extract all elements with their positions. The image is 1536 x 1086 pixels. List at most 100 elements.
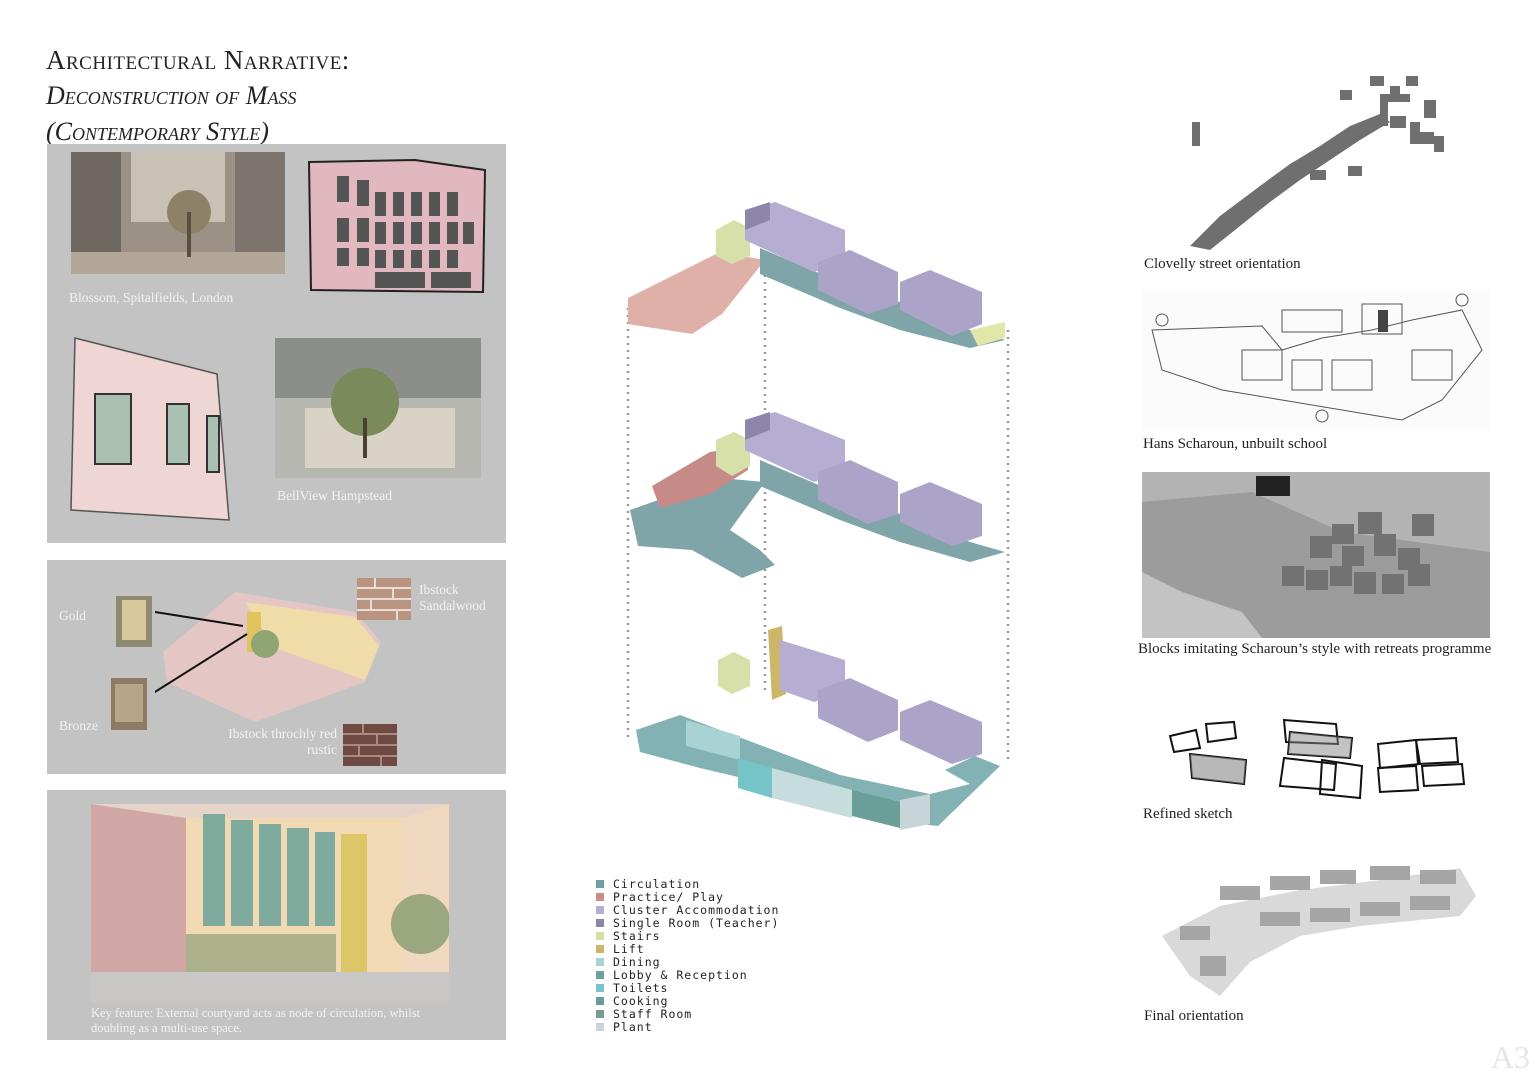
cluster-block-2-ground xyxy=(818,678,898,742)
legend-item: Cluster Accommodation xyxy=(596,902,826,917)
sandalwood-brick-swatch xyxy=(357,578,411,620)
legend-label: Plant xyxy=(613,1019,653,1034)
blossom-elevation-sketch xyxy=(307,158,487,294)
lobby-zone xyxy=(772,768,852,818)
courtyard-caption-line2: doubling as a multi-use space. xyxy=(91,1021,243,1035)
sandalwood-label-line2: Sandalwood xyxy=(419,598,486,613)
legend-label: Circulation xyxy=(613,876,701,891)
bronze-label: Bronze xyxy=(59,718,98,733)
materials-panel: Gold Bronze Ibstock Sandalwood Ibstock t… xyxy=(47,560,506,774)
legend-item: Plant xyxy=(596,1019,826,1034)
middle-level xyxy=(630,412,1005,578)
clovelly-figure-ground xyxy=(1190,76,1444,250)
brick-facade-sketch xyxy=(70,337,230,521)
legend-item: Staff Room xyxy=(596,1006,826,1021)
legend-item: Practice/ Play xyxy=(596,889,826,904)
blossom-caption: Blossom, Spitalfields, London xyxy=(69,290,234,305)
red-rustic-label-line2: rustic xyxy=(307,742,337,757)
legend-label: Practice/ Play xyxy=(613,889,724,904)
exploded-axonometric-diagram xyxy=(626,202,1010,830)
cluster-block-3-ground xyxy=(900,700,982,764)
material-massing-model xyxy=(155,592,381,722)
legend-item: Dining xyxy=(596,954,826,969)
blocks-model-photo xyxy=(1142,472,1490,638)
cluster-block-2-top xyxy=(818,250,898,314)
legend-item: Single Room (Teacher) xyxy=(596,915,826,930)
legend-swatch xyxy=(596,918,604,927)
cluster-block-3-top xyxy=(900,270,982,336)
gold-swatch xyxy=(116,596,152,647)
legend-item: Toilets xyxy=(596,980,826,995)
legend-swatch xyxy=(596,983,604,992)
final-caption: Final orientation xyxy=(1144,1008,1244,1024)
legend-label: Lift xyxy=(613,941,645,956)
refined-sketch xyxy=(1168,718,1466,800)
bellview-photo xyxy=(275,338,481,478)
title-line-2: Deconstruction of Mass xyxy=(46,81,297,110)
legend-swatch xyxy=(596,944,604,953)
legend-item: Stairs xyxy=(596,928,826,943)
courtyard-caption-line1: Key feature: External courtyard acts as … xyxy=(91,1006,421,1020)
legend-swatch xyxy=(596,931,604,940)
sheet-size-label: A3 xyxy=(1490,1039,1530,1075)
legend-item: Lift xyxy=(596,941,826,956)
cluster-block-3-mid xyxy=(900,482,982,546)
legend-label: Toilets xyxy=(613,980,669,995)
dining-zone xyxy=(686,720,740,760)
teacher-room-mid xyxy=(745,412,770,440)
red-rustic-label-line1: Ibstock throchly red xyxy=(228,726,337,741)
legend-label: Staff Room xyxy=(613,1006,693,1021)
legend-swatch xyxy=(596,1022,604,1031)
legend-item: Lobby & Reception xyxy=(596,967,826,982)
legend-swatch xyxy=(596,957,604,966)
scharoun-school-plan xyxy=(1142,290,1490,430)
legend-label: Single Room (Teacher) xyxy=(613,915,780,930)
legend-label: Stairs xyxy=(613,928,661,943)
legend-label: Cooking xyxy=(613,993,669,1008)
legend-label: Lobby & Reception xyxy=(613,967,748,982)
gold-label: Gold xyxy=(59,608,86,623)
title-line-3: (Contemporary Style) xyxy=(46,117,269,146)
precedents-panel: Blossom, Spitalfields, London BellView H… xyxy=(47,144,506,543)
legend-swatch xyxy=(596,996,604,1005)
blocks-caption: Blocks imitating Scharoun’s style with r… xyxy=(1138,641,1492,657)
bronze-swatch xyxy=(111,678,147,730)
blossom-photo xyxy=(71,152,285,274)
legend-swatch xyxy=(596,892,604,901)
bellview-caption: BellView Hampstead xyxy=(277,488,393,503)
legend-swatch xyxy=(596,970,604,979)
cooking-zone xyxy=(852,790,900,828)
legend-swatch xyxy=(596,879,604,888)
scharoun-caption: Hans Scharoun, unbuilt school xyxy=(1143,436,1328,452)
red-rustic-brick-swatch xyxy=(343,724,397,766)
courtyard-panel: Key feature: External courtyard acts as … xyxy=(47,790,506,1040)
legend-swatch xyxy=(596,1009,604,1018)
plant-zone xyxy=(900,794,930,830)
clovelly-caption: Clovelly street orientation xyxy=(1144,256,1301,272)
teacher-room-top xyxy=(745,202,770,230)
red-rustic-label: Ibstock throchly red rustic xyxy=(227,726,337,758)
courtyard-render xyxy=(91,804,449,1002)
stairs-block-mid xyxy=(716,432,750,476)
sheet-title: Architectural Narrative: Deconstruction … xyxy=(46,42,566,150)
practice-play-zone-top xyxy=(628,252,765,334)
legend-label: Cluster Accommodation xyxy=(613,902,780,917)
legend-item: Circulation xyxy=(596,876,826,891)
sandalwood-label-line1: Ibstock xyxy=(419,582,459,597)
title-line-1: Architectural Narrative: xyxy=(46,45,350,75)
stairs-end-top xyxy=(970,322,1005,346)
courtyard-caption: Key feature: External courtyard acts as … xyxy=(91,1006,420,1036)
legend-swatch xyxy=(596,905,604,914)
legend-label: Dining xyxy=(613,954,661,969)
stairs-block-top xyxy=(716,220,750,264)
final-orientation-plan xyxy=(1162,866,1476,996)
sketch-caption: Refined sketch xyxy=(1143,806,1233,822)
toilets-zone xyxy=(738,758,772,798)
stairs-block-ground xyxy=(718,652,750,694)
sandalwood-label: Ibstock Sandalwood xyxy=(419,582,486,614)
ground-level xyxy=(636,626,1000,830)
cluster-block-2-mid xyxy=(818,460,898,524)
legend-item: Cooking xyxy=(596,993,826,1008)
top-level xyxy=(628,202,1005,348)
